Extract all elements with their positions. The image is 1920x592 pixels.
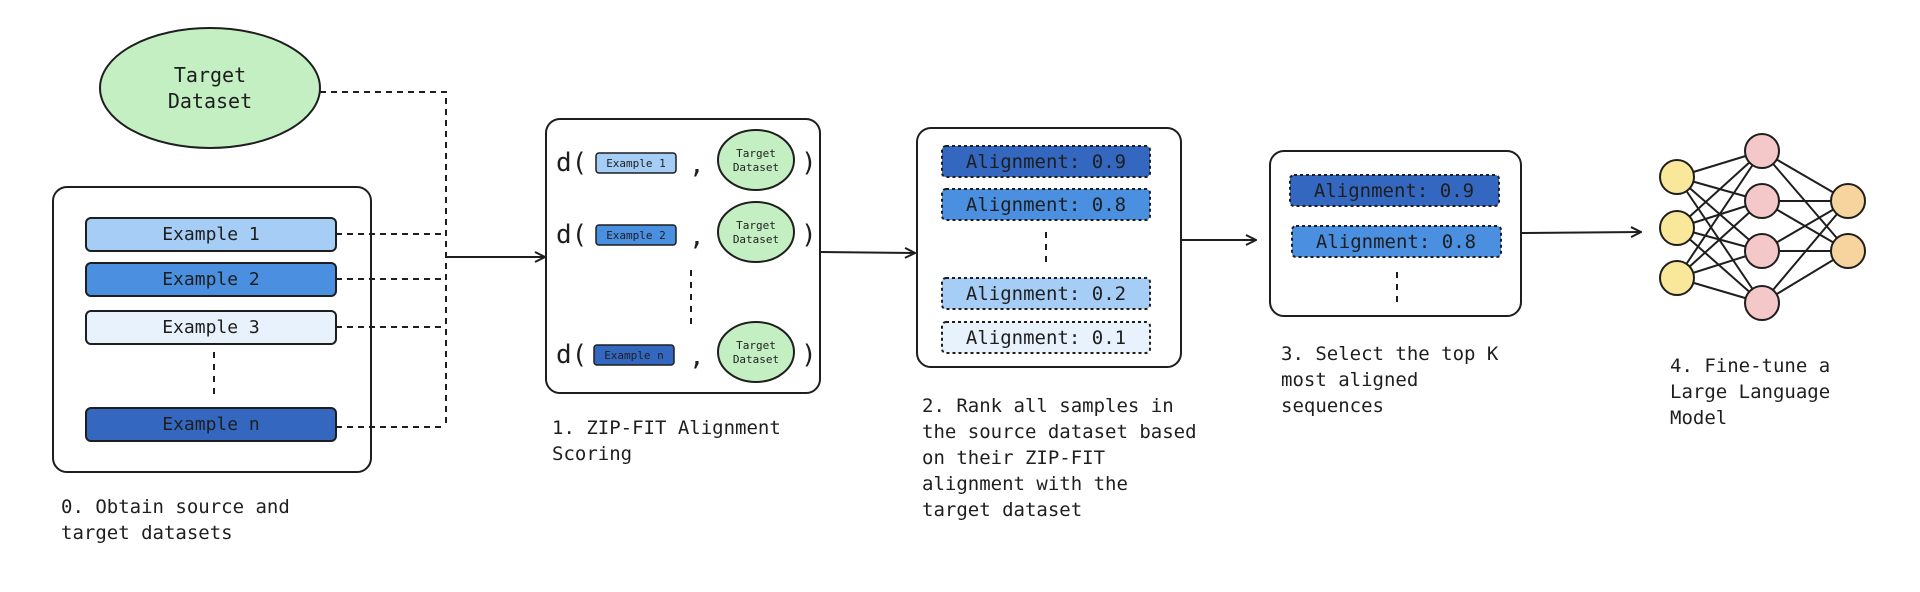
distance-close-n: )	[801, 340, 817, 370]
rown-target-line1: Target	[736, 339, 776, 352]
neural-network-icon	[1659, 133, 1866, 321]
nn-hidden-node-4	[1744, 285, 1780, 321]
rank-item-1-label: Alignment: 0.9	[966, 151, 1126, 173]
rown-comma: ,	[689, 342, 705, 372]
distance-open-1: d(	[556, 148, 587, 178]
row2-target-line1: Target	[736, 219, 776, 232]
nn-hidden-nodes	[1744, 133, 1780, 321]
step3-caption: 3. Select the top K most aligned sequenc…	[1281, 343, 1499, 417]
step0-group: Target Dataset Example 1 Example 2 Examp…	[52, 27, 447, 473]
nn-input-node-1	[1659, 159, 1695, 195]
rown-example-box	[593, 344, 675, 366]
row1-comma: ,	[689, 150, 705, 180]
nn-hidden-node-2	[1744, 183, 1780, 219]
nn-input-node-3	[1659, 260, 1695, 296]
nn-hidden-node-1	[1744, 133, 1780, 169]
rank-item-4-label: Alignment: 0.1	[966, 327, 1126, 349]
selected-item-2-label: Alignment: 0.8	[1316, 231, 1476, 253]
step1-caption: 1. ZIP-FIT Alignment Scoring	[552, 417, 781, 465]
row1-target-ellipse	[717, 129, 795, 191]
example-n-label: Example n	[162, 414, 260, 435]
row2-target-ellipse	[717, 201, 795, 263]
step2-caption: 2. Rank all samples in the source datase…	[922, 395, 1197, 521]
row2-example-box	[595, 224, 677, 246]
selected-item-1-label: Alignment: 0.9	[1314, 180, 1474, 202]
row2-target-line2: Dataset	[733, 233, 779, 246]
row1-target-line1: Target	[736, 147, 776, 160]
distance-close-1: )	[801, 148, 817, 178]
nn-hidden-node-3	[1744, 233, 1780, 269]
selected-item-1	[1289, 174, 1500, 207]
rank-item-3	[941, 277, 1151, 310]
dashed-connectors	[320, 91, 447, 428]
step3-group: Alignment: 0.9 Alignment: 0.8	[1269, 150, 1522, 317]
example-n-box	[85, 407, 337, 442]
example-2-label: Example 2	[162, 269, 260, 290]
distance-open-2: d(	[556, 220, 587, 250]
distance-close-2: )	[801, 220, 817, 250]
example-3-label: Example 3	[162, 317, 260, 338]
rank-item-3-label: Alignment: 0.2	[966, 283, 1126, 305]
row2-example-label: Example 2	[606, 229, 666, 242]
rank-item-2-label: Alignment: 0.8	[966, 194, 1126, 216]
step1-group: d( Example 1 , Target Dataset ) d( Examp…	[545, 118, 821, 394]
arrow-step3-to-step4	[1520, 232, 1641, 233]
nn-edges	[1676, 150, 1849, 304]
selected-item-2	[1291, 225, 1502, 258]
nn-input-nodes	[1659, 159, 1695, 296]
target-dataset-label-line2: Dataset	[168, 89, 252, 113]
step4-caption: 4. Fine-tune a Large Language Model	[1670, 355, 1831, 429]
row1-example-box	[595, 152, 677, 174]
rank-item-1	[941, 145, 1151, 178]
nn-output-node-1	[1830, 183, 1866, 219]
rown-target-ellipse	[717, 321, 795, 383]
target-dataset-label-line1: Target	[174, 63, 246, 87]
nn-input-node-2	[1659, 210, 1695, 246]
arrow-step1-to-step2	[819, 252, 915, 253]
rown-target-line2: Dataset	[733, 353, 779, 366]
nn-output-node-2	[1830, 233, 1866, 269]
rown-example-label: Example n	[604, 349, 664, 362]
row2-comma: ,	[689, 222, 705, 252]
example-1-label: Example 1	[162, 224, 260, 245]
step2-group: Alignment: 0.9 Alignment: 0.8 Alignment:…	[916, 127, 1182, 368]
nn-output-nodes	[1830, 183, 1866, 269]
distance-open-n: d(	[556, 340, 587, 370]
rank-item-4	[941, 321, 1151, 354]
row1-example-label: Example 1	[606, 157, 666, 170]
rank-item-2	[941, 188, 1151, 221]
row1-target-line2: Dataset	[733, 161, 779, 174]
step0-caption: 0. Obtain source and target datasets	[61, 496, 290, 544]
target-dataset-ellipse	[99, 27, 321, 149]
